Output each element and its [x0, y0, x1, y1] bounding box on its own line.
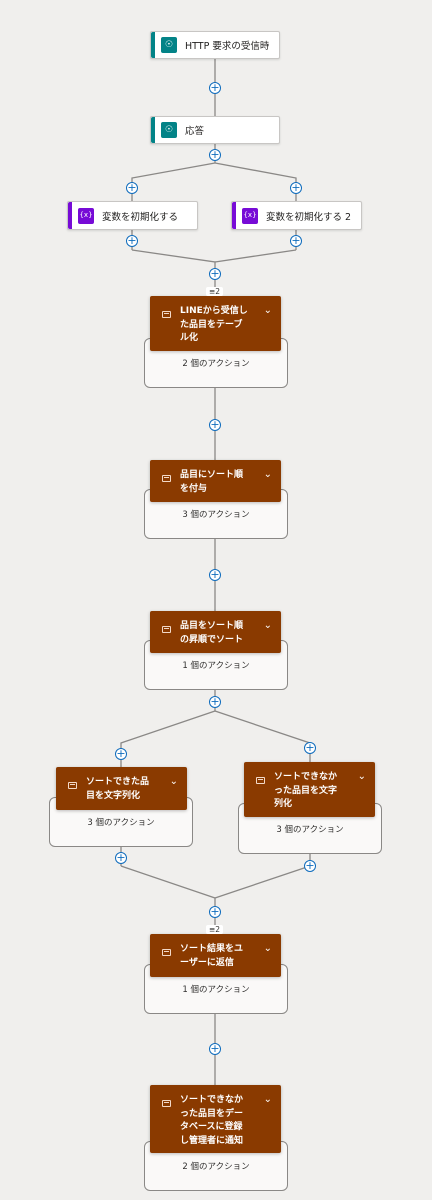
insert-step-button[interactable]: +	[209, 148, 221, 161]
insert-step-button[interactable]: +	[304, 741, 316, 754]
scope-icon	[162, 949, 171, 956]
insert-step-button[interactable]: +	[115, 851, 127, 864]
scope-icon	[162, 311, 171, 318]
scope-title-line: 品目をソート順	[180, 621, 244, 631]
scope-action-count: 1 個のアクション	[182, 985, 250, 995]
chevron-down-icon[interactable]: ⌄	[263, 620, 272, 631]
insert-step-button[interactable]: +	[209, 81, 221, 94]
insert-step-button[interactable]: +	[209, 905, 221, 918]
join-count-badge: ≡2	[206, 925, 224, 934]
insert-step-button[interactable]: +	[290, 181, 302, 194]
response-action[interactable]: ☉ 応答	[150, 116, 280, 144]
scope-register-db[interactable]: ソートできなか った品目をデー タベースに登録 し管理者に通知 ⌄	[150, 1085, 281, 1153]
scope-title: 品目にソート順 を付与	[180, 469, 258, 496]
scope-title-line: 目を文字列化	[86, 790, 141, 801]
scope-title-line: し管理者に通知	[180, 1135, 244, 1146]
insert-step-button[interactable]: +	[126, 234, 138, 247]
scope-icon	[68, 782, 77, 789]
trigger-label: HTTP 要求の受信時	[185, 41, 270, 52]
scope-title: 品目をソート順 の昇順でソート	[180, 620, 258, 647]
scope-action-count: 3 個のアクション	[87, 818, 155, 828]
scope-reply-user[interactable]: ソート結果をユ ーザーに返信 ⌄	[150, 934, 281, 977]
scope-action-count: 3 個のアクション	[276, 825, 344, 835]
scope-sorted-text[interactable]: ソートできた品 目を文字列化 ⌄	[56, 767, 187, 810]
scope-title-line: った品目を文字	[274, 785, 338, 796]
scope-title-line: LINEから受信し	[180, 306, 248, 316]
trigger-accent-bar	[151, 32, 155, 58]
scope-unsorted-text[interactable]: ソートできなか った品目を文字 列化 ⌄	[244, 762, 375, 817]
scope-icon	[256, 777, 265, 784]
scope-title-line: の昇順でソート	[180, 634, 244, 645]
init-variable-label-2: 変数を初期化する 2	[266, 211, 352, 223]
chevron-down-icon[interactable]: ⌄	[263, 1094, 272, 1105]
variable-icon: {x}	[78, 207, 94, 224]
scope-line-table[interactable]: LINEから受信し た品目をテーブ ル化 ⌄	[150, 296, 281, 351]
scope-title-line: ソート結果をユ	[180, 944, 244, 954]
response-accent-bar	[151, 117, 155, 143]
init-variable-label-1: 変数を初期化する	[102, 211, 179, 223]
scope-action-count: 1 個のアクション	[182, 661, 250, 671]
insert-step-button[interactable]: +	[115, 747, 127, 760]
scope-icon	[162, 626, 171, 633]
scope-title-line: 列化	[274, 799, 293, 809]
scope-title-line: ソートできなか	[180, 1095, 244, 1105]
insert-step-button[interactable]: +	[126, 181, 138, 194]
chevron-down-icon[interactable]: ⌄	[263, 469, 272, 480]
insert-step-button[interactable]: +	[209, 1042, 221, 1055]
scope-sort-order[interactable]: 品目にソート順 を付与 ⌄	[150, 460, 281, 502]
init-variable-action-1[interactable]: {x} 変数を初期化する	[67, 201, 198, 230]
scope-icon	[162, 475, 171, 482]
chevron-down-icon[interactable]: ⌄	[263, 305, 272, 316]
response-label: 応答	[185, 126, 205, 137]
scope-title: ソート結果をユ ーザーに返信	[180, 943, 258, 970]
scope-sort-asc[interactable]: 品目をソート順 の昇順でソート ⌄	[150, 611, 281, 653]
insert-step-button[interactable]: +	[304, 859, 316, 872]
scope-title-line: ソートできなか	[274, 772, 338, 782]
insert-step-button[interactable]: +	[290, 234, 302, 247]
scope-title: ソートできなか った品目をデー タベースに登録 し管理者に通知	[180, 1094, 258, 1148]
scope-title-line: 品目にソート順	[180, 470, 244, 480]
insert-step-button[interactable]: +	[209, 568, 221, 581]
scope-title-line: た品目をテーブ	[180, 319, 243, 330]
scope-title: LINEから受信し た品目をテーブ ル化	[180, 305, 258, 346]
chevron-down-icon[interactable]: ⌄	[357, 771, 366, 782]
scope-title-line: った品目をデー	[180, 1108, 244, 1119]
scope-title-line: タベースに登録	[180, 1122, 243, 1132]
variable-icon: {x}	[242, 207, 258, 224]
http-request-trigger[interactable]: ☉ HTTP 要求の受信時	[150, 31, 280, 59]
scope-title-line: を付与	[180, 483, 208, 494]
scope-action-count: 2 個のアクション	[182, 1162, 250, 1172]
insert-step-button[interactable]: +	[209, 695, 221, 708]
scope-title-line: ソートできた品	[86, 777, 150, 787]
scope-title-line: ル化	[180, 333, 199, 343]
chevron-down-icon[interactable]: ⌄	[169, 776, 178, 787]
init-variable-action-2[interactable]: {x} 変数を初期化する 2	[231, 201, 362, 230]
http-trigger-icon: ☉	[161, 37, 177, 53]
chevron-down-icon[interactable]: ⌄	[263, 943, 272, 954]
http-response-icon: ☉	[161, 122, 177, 138]
scope-icon	[162, 1100, 171, 1107]
scope-title: ソートできた品 目を文字列化	[86, 776, 164, 803]
scope-title-line: ーザーに返信	[180, 957, 234, 968]
variable-accent-bar	[68, 202, 72, 229]
insert-step-button[interactable]: +	[209, 267, 221, 280]
insert-step-button[interactable]: +	[209, 418, 221, 431]
scope-title: ソートできなか った品目を文字 列化	[274, 771, 352, 812]
join-count-badge: ≡2	[206, 287, 224, 296]
scope-action-count: 2 個のアクション	[182, 359, 250, 369]
scope-action-count: 3 個のアクション	[182, 510, 250, 520]
variable-accent-bar	[232, 202, 236, 229]
